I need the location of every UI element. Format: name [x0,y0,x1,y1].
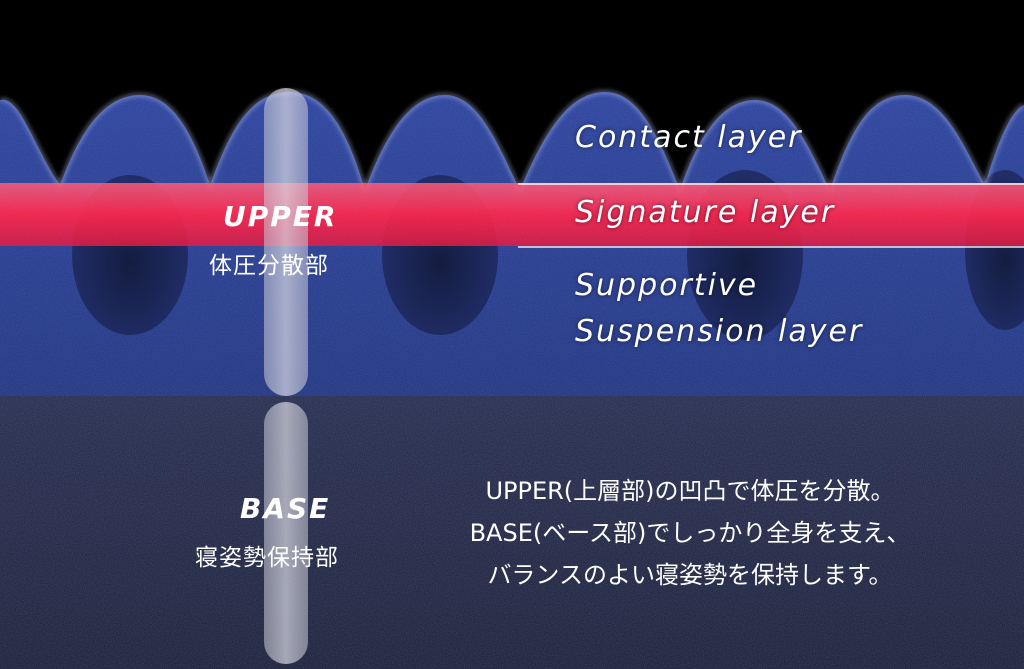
description-line-1: UPPER(上層部)の凹凸で体圧を分散。 [485,477,895,505]
upper-zone-subtitle: 体圧分散部 [209,253,329,279]
base-foam-texture [0,396,1024,669]
base-range-pill [264,402,308,664]
signature-layer-label: Signature layer [575,195,836,230]
upper-range-pill [264,88,308,396]
base-zone-title: BASE [240,492,331,525]
base-zone-subtitle: 寝姿勢保持部 [195,545,339,571]
supportive-layer-label-line2: Suspension layer [575,314,864,349]
description-text: UPPER(上層部)の凹凸で体圧を分散。 BASE(ベース部)でしっかり全身を支… [390,470,990,596]
description-line-2: BASE(ベース部)でしっかり全身を支え、 [469,519,911,547]
contact-layer-label: Contact layer [575,120,803,155]
signature-band-texture [0,183,1024,246]
upper-zone-title: UPPER [223,200,338,233]
supportive-layer-label-line1: Supportive [575,268,759,303]
description-line-3: バランスのよい寝姿勢を保持します。 [487,561,893,589]
